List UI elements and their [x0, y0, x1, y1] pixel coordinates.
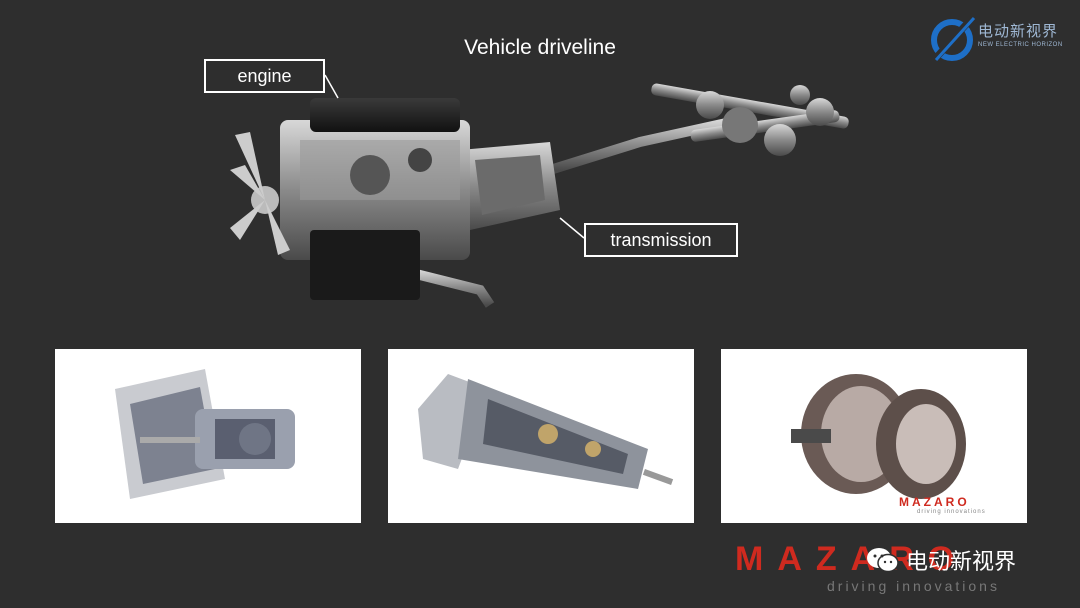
slide-title: Vehicle driveline — [464, 36, 616, 59]
photo-automatic-transmission — [388, 349, 694, 523]
footer-brand: MAZARO driving innovations — [735, 540, 1035, 600]
transmission-unit — [460, 142, 560, 230]
wechat-watermark: 电动新视界 — [866, 544, 1016, 576]
engine-label: engine — [204, 59, 325, 93]
transmission-label-text: transmission — [610, 229, 712, 250]
rear-axle — [651, 83, 849, 156]
photo-mazaro-logo: MAZARO — [899, 495, 970, 509]
brand-logo-zh: 电动新视界 — [978, 23, 1059, 40]
wechat-account-name: 电动新视界 — [906, 549, 1017, 574]
automatic-transmission-image — [418, 374, 674, 489]
photo-mazaro-cvt: MAZARO driving innovations — [721, 349, 1027, 523]
wechat-icon — [867, 548, 899, 573]
photo-manual-transmission — [55, 349, 361, 523]
manual-transmission-image — [115, 369, 295, 499]
brand-logo-en: NEW ELECTRIC HORIZON — [978, 42, 1063, 48]
footer-brand-tagline: driving innovations — [827, 578, 1000, 594]
engine-label-text: engine — [237, 65, 292, 86]
engine-leader-line — [324, 74, 339, 99]
footer-brand-word: MAZARO — [735, 540, 969, 578]
photo-mazaro-tagline: driving innovations — [917, 509, 986, 515]
engine-fan — [230, 132, 290, 255]
driveline-illustration — [230, 83, 849, 308]
transmission-leader-line — [559, 217, 585, 239]
engine-unit — [280, 98, 470, 300]
brand-logo-top: 电动新视界 NEW ELECTRIC HORIZON — [928, 12, 1068, 64]
brand-logo-icon — [931, 15, 976, 63]
transmission-label: transmission — [584, 223, 738, 257]
lower-shaft — [398, 265, 495, 308]
mazaro-cvt-image — [791, 374, 966, 499]
